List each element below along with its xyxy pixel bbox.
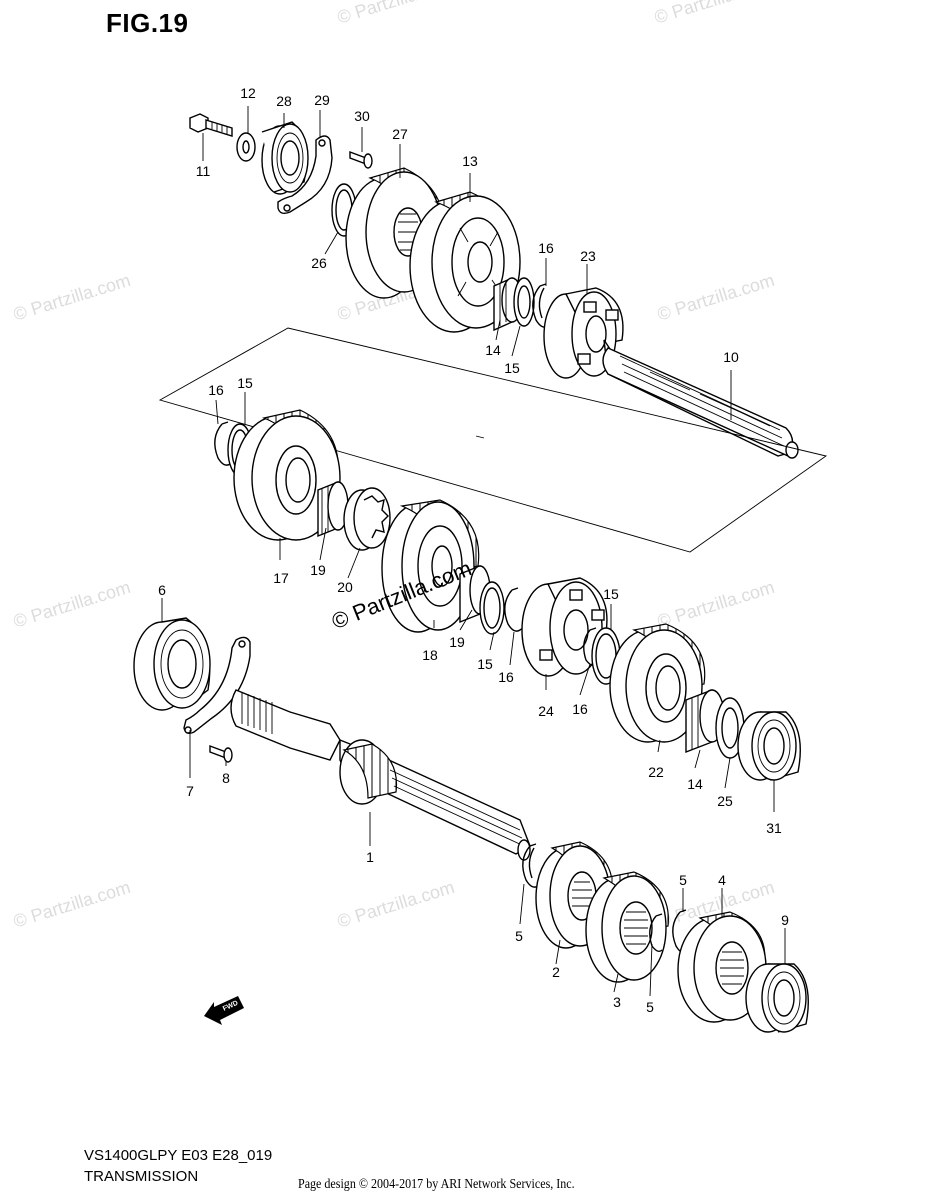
fwd-arrow-icon: FWD [204,996,244,1025]
callout-15-right[interactable]: 15 [603,586,619,602]
callout-24[interactable]: 24 [538,703,554,719]
callout-10[interactable]: 10 [723,349,739,365]
washer-12 [236,132,256,162]
shaft-alignment-box [158,327,828,553]
gear-22 [609,623,706,743]
copyright-footer: Page design © 2004-2017 by ARI Network S… [298,1177,575,1192]
retainer-7 [183,636,251,735]
callout-14-top[interactable]: 14 [485,342,501,358]
callout-18[interactable]: 18 [422,647,438,663]
bearing-31 [737,711,801,781]
callout-7[interactable]: 7 [186,783,194,799]
callout-5-left[interactable]: 5 [515,928,523,944]
figure-title: FIG.19 [106,8,189,38]
callout-16-top[interactable]: 16 [538,240,554,256]
callout-13[interactable]: 13 [462,153,478,169]
bolt-11 [189,113,233,137]
callout-30[interactable]: 30 [354,108,370,124]
callout-9[interactable]: 9 [781,912,789,928]
callout-4[interactable]: 4 [718,872,726,888]
callout-15-mid[interactable]: 15 [237,375,253,391]
callout-19-left[interactable]: 19 [310,562,326,578]
screw-8 [209,744,233,763]
callout-31[interactable]: 31 [766,820,782,836]
screw-30 [349,150,373,169]
callout-1[interactable]: 1 [366,849,374,865]
washer-25 [715,697,745,759]
bearing-9 [745,963,809,1033]
callout-6[interactable]: 6 [158,582,166,598]
bearing-28 [261,121,309,195]
gear-13 [409,191,521,333]
gear-17 [233,409,341,541]
callout-25[interactable]: 25 [717,793,733,809]
retainer-plate-29 [277,135,333,215]
bearing-6 [133,617,211,711]
mainshaft-1 [230,689,531,861]
callout-5-top[interactable]: 5 [679,872,687,888]
section-name: TRANSMISSION [84,1168,199,1185]
middle-gear-stack [214,392,801,812]
bushing-19-left [317,481,349,538]
callout-19-right[interactable]: 19 [449,634,465,650]
callout-29[interactable]: 29 [314,92,330,108]
callout-3[interactable]: 3 [613,994,621,1010]
callout-17[interactable]: 17 [273,570,289,586]
callout-22[interactable]: 22 [648,764,664,780]
callout-14-low[interactable]: 14 [687,776,703,792]
countershaft-assembly [189,106,799,459]
model-code: VS1400GLPY E03 E28_019 [84,1147,273,1164]
countershaft-10 [602,339,799,459]
callout-11[interactable]: 11 [195,163,211,179]
washer-15-low [479,581,505,635]
callout-16-right[interactable]: 16 [572,701,588,717]
callout-5-bottom[interactable]: 5 [646,999,654,1015]
gear-24 [521,577,608,677]
callout-28[interactable]: 28 [276,93,292,109]
alignment-tick [475,435,485,439]
callout-16-low[interactable]: 16 [498,669,514,685]
callout-23[interactable]: 23 [580,248,596,264]
callout-8[interactable]: 8 [222,770,230,786]
gear-4 [677,911,767,1023]
lock-washer-20 [343,487,391,551]
circlip-5-left [522,843,539,888]
gear-18 [381,499,480,633]
callout-15-low[interactable]: 15 [477,656,493,672]
mainshaft-assembly [133,598,809,1033]
callout-15-top[interactable]: 15 [504,360,520,376]
callout-26[interactable]: 26 [311,255,327,271]
callout-2[interactable]: 2 [552,964,560,980]
washer-15-top [513,277,535,327]
callout-20[interactable]: 20 [337,579,353,595]
callout-12[interactable]: 12 [240,85,256,101]
gear-3 [585,871,669,983]
callout-16-mid[interactable]: 16 [208,382,224,398]
callout-27[interactable]: 27 [392,126,408,142]
